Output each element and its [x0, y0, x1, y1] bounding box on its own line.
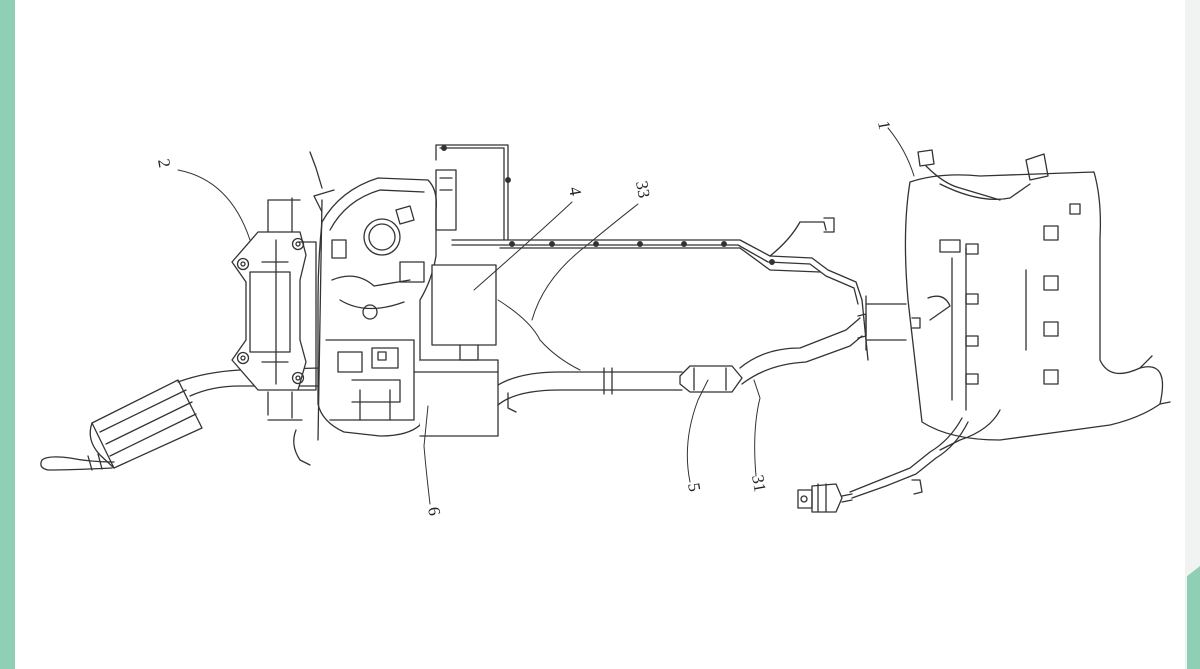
connector-plug — [797, 483, 853, 513]
fuel-lines — [435, 144, 869, 361]
label-6: 6 — [424, 505, 444, 517]
label-33: 33 — [632, 179, 654, 199]
leader-lines — [177, 127, 915, 505]
label-4: 4 — [565, 185, 585, 197]
label-1: 1 — [874, 119, 894, 131]
label-5: 5 — [684, 481, 704, 493]
label-31: 31 — [748, 473, 770, 493]
reference-numerals: 1 2 4 33 5 31 6 — [154, 119, 894, 517]
right-border-strip — [1185, 0, 1200, 669]
left-accent-border — [0, 0, 15, 669]
fuel-tank — [309, 151, 437, 441]
bracket-assembly — [231, 197, 317, 466]
wiring-harness — [849, 149, 1171, 499]
corner-accent-tab — [1187, 566, 1200, 669]
label-2: 2 — [154, 157, 174, 169]
exhaust-pipe — [497, 295, 907, 413]
